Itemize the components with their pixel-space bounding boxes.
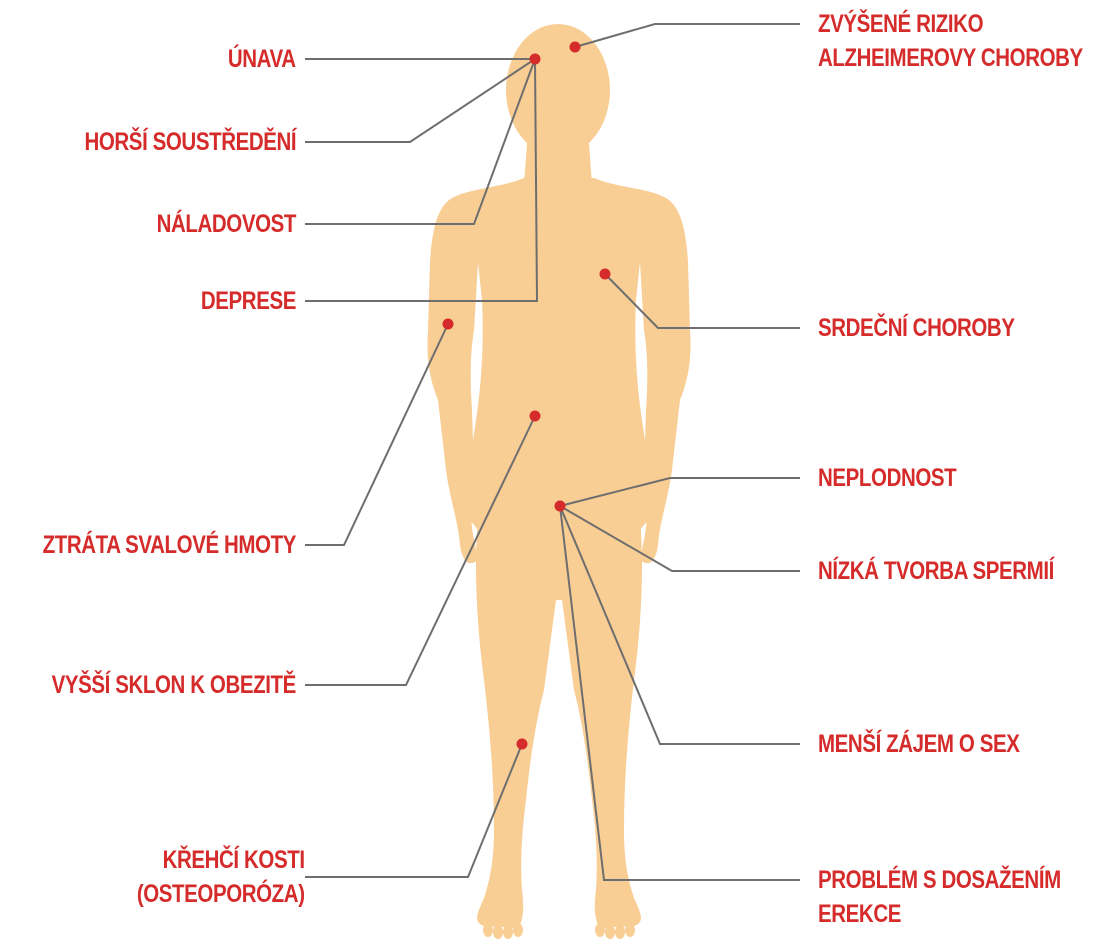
dot-heart	[600, 269, 611, 280]
label-alzheimer: ZVÝŠENÉ RIZIKO ALZHEIMEROVY CHOROBY	[818, 7, 1083, 75]
label-moodiness: NÁLADOVOST	[157, 207, 296, 241]
dot-knee	[517, 739, 528, 750]
label-muscle-loss-text: ZTRÁTA SVALOVÉ HMOTY	[43, 528, 296, 562]
label-fatigue-text: ÚNAVA	[228, 42, 296, 76]
dot-arm	[443, 319, 454, 330]
human-silhouette	[427, 24, 690, 939]
line-bones	[305, 744, 522, 877]
line-concentration	[305, 59, 535, 142]
label-concentration-text: HORŠÍ SOUSTŘEDĚNÍ	[84, 125, 296, 159]
label-erection: PROBLÉM S DOSAŽENÍM EREKCE	[818, 863, 1061, 931]
label-depression: DEPRESE	[201, 284, 296, 318]
label-depression-text: DEPRESE	[201, 284, 296, 318]
label-fatigue: ÚNAVA	[228, 42, 296, 76]
label-erection-line2: EREKCE	[818, 897, 1061, 931]
label-bones-line1: KŘEHČÍ KOSTI	[137, 843, 305, 877]
label-obesity-text: VYŠŠÍ SKLON K OBEZITĚ	[52, 668, 296, 702]
line-muscle	[305, 324, 448, 545]
label-bones-line2: (OSTEOPORÓZA)	[137, 877, 305, 911]
line-alzheimer	[575, 24, 800, 47]
label-infertility: NEPLODNOST	[818, 461, 956, 495]
label-alzheimer-line1: ZVÝŠENÉ RIZIKO	[818, 7, 1083, 41]
label-moodiness-text: NÁLADOVOST	[157, 207, 296, 241]
dot-brain	[570, 42, 581, 53]
label-alzheimer-line2: ALZHEIMEROVY CHOROBY	[818, 41, 1083, 75]
label-libido: MENŠÍ ZÁJEM O SEX	[818, 727, 1019, 761]
label-erection-line1: PROBLÉM S DOSAŽENÍM	[818, 863, 1061, 897]
label-concentration: HORŠÍ SOUSTŘEDĚNÍ	[84, 125, 296, 159]
label-bones: KŘEHČÍ KOSTI (OSTEOPORÓZA)	[137, 843, 305, 911]
label-libido-text: MENŠÍ ZÁJEM O SEX	[818, 727, 1019, 761]
neck-shape	[524, 130, 592, 185]
label-sperm: NÍZKÁ TVORBA SPERMIÍ	[818, 554, 1054, 588]
dot-abdomen	[530, 411, 541, 422]
label-infertility-text: NEPLODNOST	[818, 461, 956, 495]
label-heart-text: SRDEČNÍ CHOROBY	[818, 311, 1015, 345]
dot-groin	[555, 501, 566, 512]
label-sperm-text: NÍZKÁ TVORBA SPERMIÍ	[818, 554, 1054, 588]
dot-head	[530, 54, 541, 65]
label-muscle-loss: ZTRÁTA SVALOVÉ HMOTY	[43, 528, 296, 562]
legs-shape	[476, 520, 642, 928]
label-obesity: VYŠŠÍ SKLON K OBEZITĚ	[52, 668, 296, 702]
label-heart: SRDEČNÍ CHOROBY	[818, 311, 1015, 345]
